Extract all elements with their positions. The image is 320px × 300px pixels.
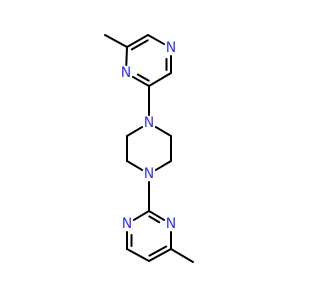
bond-line [170, 248, 194, 263]
nitrogen-atom-label: N [121, 65, 131, 81]
double-bond-inner-line [130, 39, 149, 51]
double-bond-inner-line [148, 215, 161, 224]
bond-line [132, 210, 150, 221]
nitrogen-atom-label: N [144, 115, 154, 131]
atom-labels-layer: N N N N N N [121, 40, 176, 232]
bond-line [148, 248, 172, 262]
bond-line [125, 46, 128, 67]
nitrogen-atom-label: N [166, 216, 176, 232]
nitrogen-atom-label: N [166, 40, 176, 56]
bond-line [154, 126, 172, 137]
bond-line [154, 160, 172, 171]
bond-line [148, 72, 172, 87]
bond-line [126, 248, 150, 262]
nitrogen-atom-label: N [122, 216, 132, 232]
bond-line [147, 34, 166, 46]
bond-line [126, 160, 144, 171]
bond-line [104, 34, 128, 48]
bonds-layer [104, 34, 194, 263]
double-bond-inner-line [148, 245, 168, 257]
double-bond-inner-line [136, 73, 150, 82]
nitrogen-atom-label: N [144, 166, 154, 182]
bond-line [131, 75, 150, 87]
bond-line [148, 210, 166, 221]
bond-line [126, 34, 149, 48]
bond-line [126, 126, 144, 137]
molecule-structure-diagram: N N N N N N [104, 34, 194, 263]
